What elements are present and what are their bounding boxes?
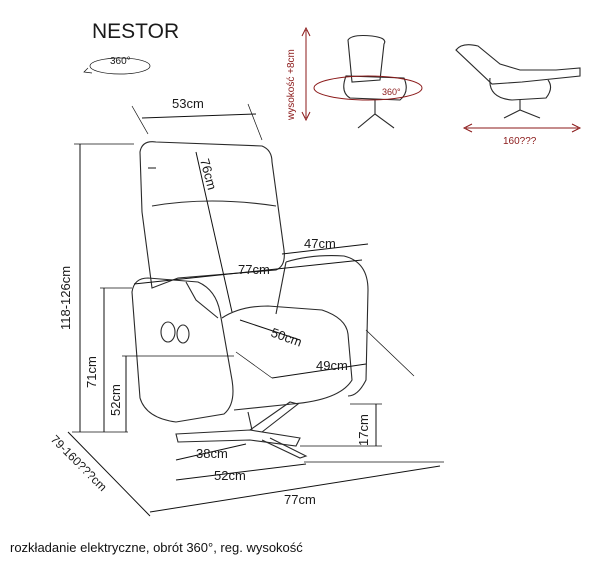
left-armrest (131, 277, 234, 423)
dim-total-width: 77cm (238, 262, 270, 277)
dim-base-width: 52cm (214, 468, 246, 483)
product-title: NESTOR (92, 20, 179, 43)
rotation-icon: 360° (83, 56, 151, 75)
dim-reclined-length: 79-160???cm (48, 432, 110, 494)
dim-base-depth: 38cm (196, 446, 228, 461)
thumbnail-recline: 160??? (455, 44, 582, 147)
dim-seat-width: 49cm (316, 358, 348, 373)
chair-drawing (131, 141, 369, 459)
dim-total-height: 118-126cm (58, 266, 73, 330)
control-button-up (160, 321, 176, 343)
dim-seat-height: 52cm (108, 384, 123, 416)
dim-seat-depth: 50cm (269, 325, 304, 350)
thumbnail-height-swivel: wysokość +8cm 360° (286, 26, 423, 129)
control-button-down (176, 324, 190, 344)
height-adjust-label: wysokość +8cm (286, 49, 297, 121)
seat (221, 305, 353, 411)
recline-label: 160??? (503, 136, 537, 147)
dim-seat-back-width: 53cm (172, 96, 204, 111)
swivel-label: 360° (382, 87, 401, 97)
dim-arm-height: 71cm (84, 356, 99, 388)
rotation-label: 360° (110, 56, 131, 67)
dim-base-height: 17cm (356, 414, 371, 446)
product-caption: rozkładanie elektryczne, obrót 360°, reg… (10, 540, 303, 555)
dimension-lines: 53cm 76cm 47cm 77cm 50cm 49cm 118-126cm … (48, 96, 444, 517)
right-armrest (285, 255, 369, 397)
dim-arm-depth: 47cm (304, 236, 336, 251)
dim-total-depth: 77cm (284, 492, 316, 507)
